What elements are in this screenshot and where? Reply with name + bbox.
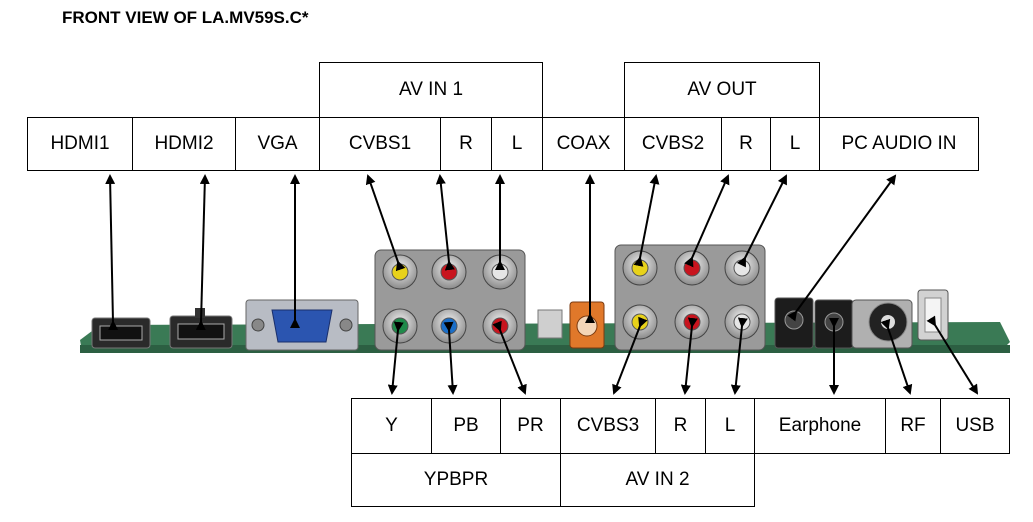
arrow-cvbs2 <box>633 174 660 267</box>
arrow-r-av-in-2 <box>680 317 698 395</box>
label-rf: RF <box>885 398 941 454</box>
arrow-pc-audio-in <box>787 174 897 322</box>
group-av-in-2: AV IN 2 <box>560 453 755 507</box>
rf-connector <box>851 299 913 349</box>
label-l-av-out: L <box>770 117 820 171</box>
label-earphone: Earphone <box>754 398 886 454</box>
hdmi1-port <box>91 317 151 349</box>
arrow-r-av-out <box>684 174 730 268</box>
group-ypbpr: YPBPR <box>351 453 561 507</box>
arrow-hdmi2 <box>195 174 210 331</box>
arrow-pr <box>492 320 527 395</box>
label-pr: PR <box>500 398 561 454</box>
label-coax: COAX <box>542 117 625 171</box>
label-cvbs1: CVBS1 <box>319 117 441 171</box>
arrow-r-av-in-1 <box>435 174 455 271</box>
label-hdmi2: HDMI2 <box>132 117 236 171</box>
diagram-title: FRONT VIEW OF LA.MV59S.C* <box>62 8 309 27</box>
arrow-pb <box>443 321 458 395</box>
vga-port <box>245 299 359 351</box>
label-hdmi1: HDMI1 <box>27 117 133 171</box>
label-vga: VGA <box>235 117 320 171</box>
arrow-l-av-out <box>736 174 787 268</box>
pc-audio-jack <box>774 297 814 349</box>
arrow-y <box>387 321 404 395</box>
arrow-hdmi1 <box>105 174 119 331</box>
arrow-cvbs3 <box>612 316 648 395</box>
label-pc-audio-in: PC AUDIO IN <box>819 117 979 171</box>
label-y: Y <box>351 398 432 454</box>
label-l-av-in-1: L <box>491 117 543 171</box>
label-cvbs3: CVBS3 <box>560 398 656 454</box>
label-cvbs2: CVBS2 <box>624 117 722 171</box>
arrow-usb <box>926 315 979 395</box>
usb-port <box>917 289 949 341</box>
arrow-rf <box>880 318 913 395</box>
bottom-connection-arrows <box>387 315 979 395</box>
top-connection-arrows <box>105 174 897 331</box>
arrow-cvbs1 <box>365 174 406 272</box>
label-usb: USB <box>940 398 1010 454</box>
group-av-out: AV OUT <box>624 62 820 118</box>
label-pb: PB <box>431 398 501 454</box>
arrow-l-av-in-2 <box>730 317 748 395</box>
